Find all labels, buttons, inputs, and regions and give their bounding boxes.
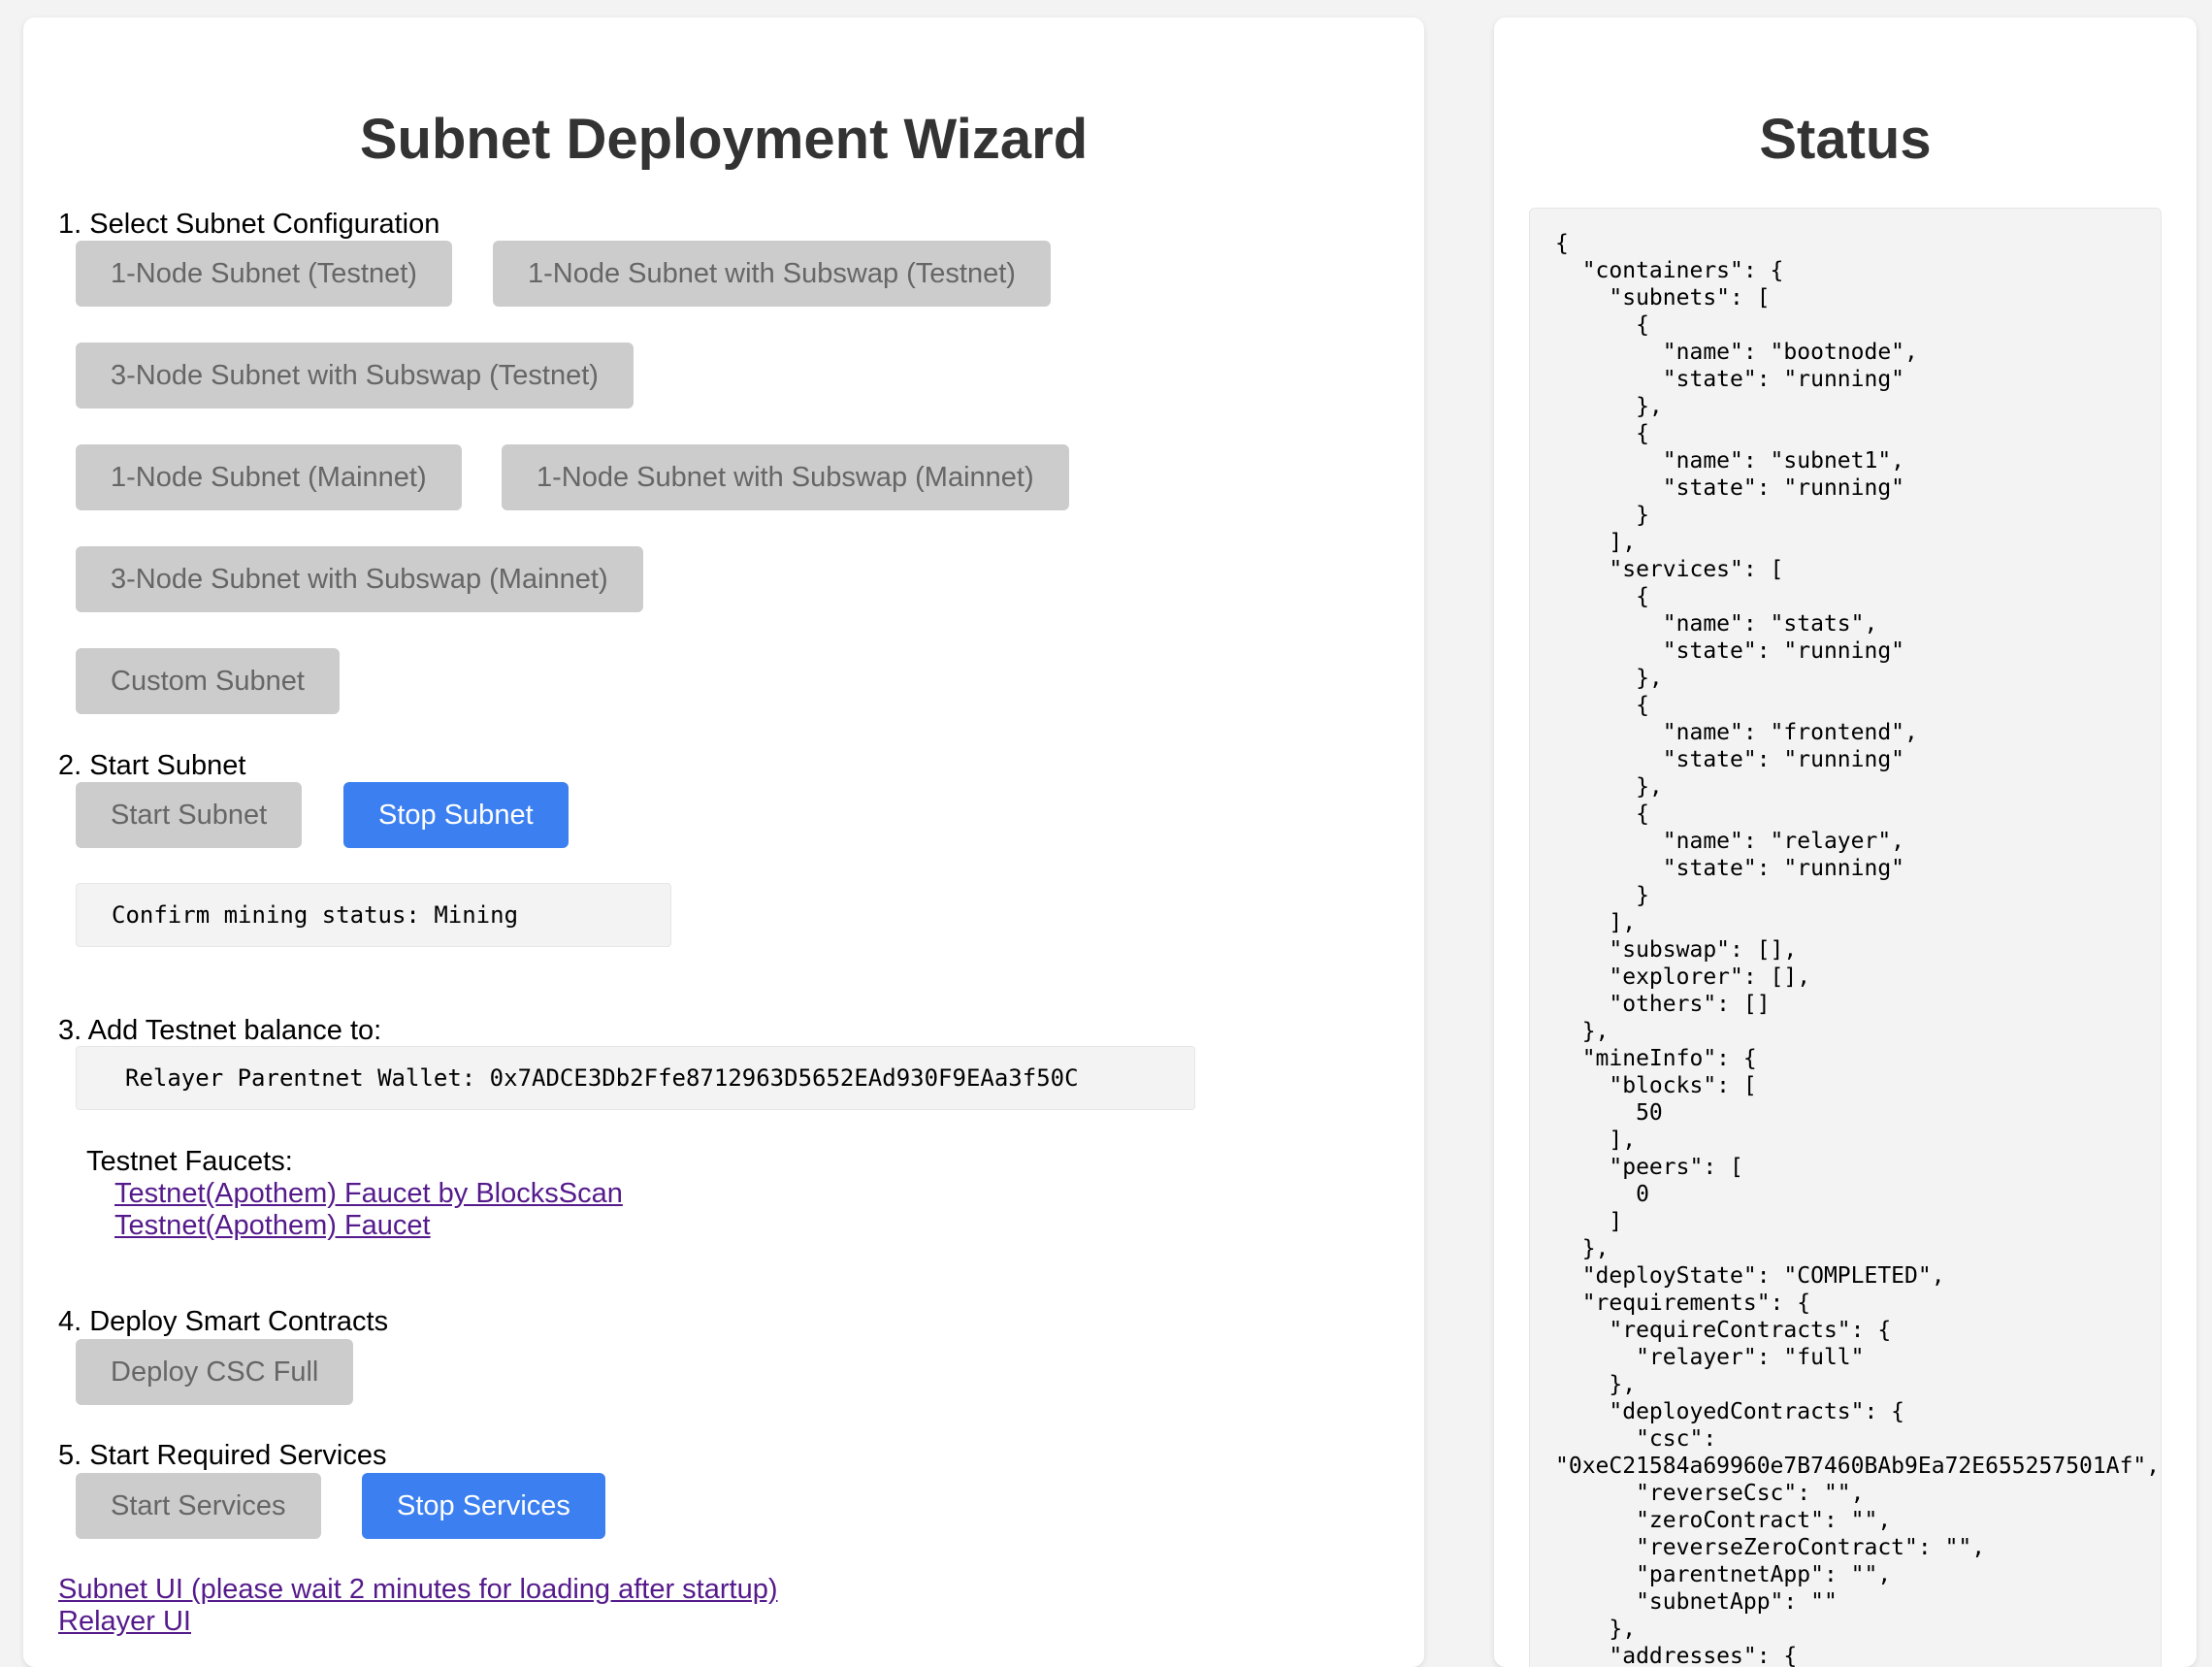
faucet-link-blocksscan[interactable]: Testnet(Apothem) Faucet by BlocksScan	[114, 1178, 623, 1209]
start-services-button[interactable]: Start Services	[76, 1473, 321, 1539]
deploy-csc-full-button[interactable]: Deploy CSC Full	[76, 1339, 354, 1405]
config-3node-subswap-mainnet-button[interactable]: 3-Node Subnet with Subswap (Mainnet)	[76, 546, 643, 612]
relayer-wallet-box: Relayer Parentnet Wallet: 0x7ADCE3Db2Ffe…	[76, 1046, 1195, 1110]
config-1node-mainnet-button[interactable]: 1-Node Subnet (Mainnet)	[76, 444, 462, 510]
wizard-title: Subnet Deployment Wizard	[359, 108, 1089, 171]
faucet-link-apothem[interactable]: Testnet(Apothem) Faucet	[114, 1210, 431, 1241]
status-json-panel[interactable]: { "containers": { "subnets": [ { "name":…	[1529, 208, 2162, 1667]
start-subnet-button[interactable]: Start Subnet	[76, 782, 303, 848]
mining-status-box: Confirm mining status: Mining	[76, 883, 671, 947]
subnet-ui-link[interactable]: Subnet UI (please wait 2 minutes for loa…	[58, 1574, 778, 1605]
faucets-title: Testnet Faucets:	[86, 1146, 293, 1177]
config-3node-subswap-testnet-button[interactable]: 3-Node Subnet with Subswap (Testnet)	[76, 343, 634, 409]
status-json-text: { "containers": { "subnets": [ { "name":…	[1555, 231, 2161, 1667]
relayer-ui-link[interactable]: Relayer UI	[58, 1606, 191, 1637]
step1-label: 1. Select Subnet Configuration	[58, 209, 440, 240]
step3-label: 3. Add Testnet balance to:	[58, 1015, 382, 1046]
step4-label: 4. Deploy Smart Contracts	[58, 1306, 389, 1337]
status-panel: Status { "containers": { "subnets": [ { …	[1494, 17, 2196, 1667]
config-custom-subnet-button[interactable]: Custom Subnet	[76, 648, 340, 714]
stop-subnet-button[interactable]: Stop Subnet	[343, 782, 569, 848]
wizard-panel: Subnet Deployment Wizard 1. Select Subne…	[23, 17, 1424, 1667]
status-title: Status	[1759, 108, 1932, 171]
step2-label: 2. Start Subnet	[58, 750, 246, 781]
stop-services-button[interactable]: Stop Services	[362, 1473, 605, 1539]
config-1node-testnet-button[interactable]: 1-Node Subnet (Testnet)	[76, 241, 452, 307]
config-1node-subswap-testnet-button[interactable]: 1-Node Subnet with Subswap (Testnet)	[493, 241, 1051, 307]
step5-label: 5. Start Required Services	[58, 1440, 387, 1471]
config-1node-subswap-mainnet-button[interactable]: 1-Node Subnet with Subswap (Mainnet)	[502, 444, 1069, 510]
